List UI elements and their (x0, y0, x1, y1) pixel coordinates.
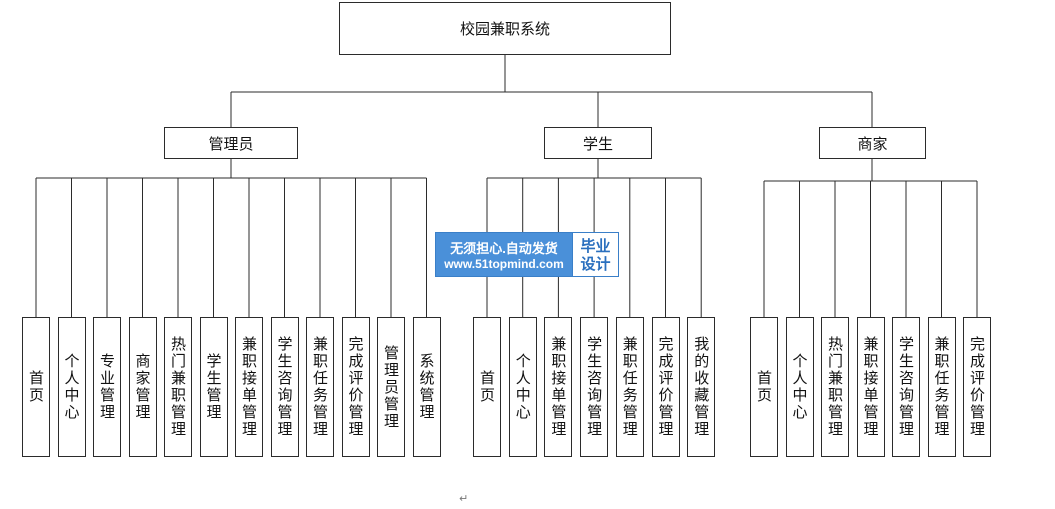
leaf-label: 首页 (755, 370, 773, 404)
leaf-node: 完成评价管理 (651, 317, 680, 457)
leaf-label: 商家管理 (133, 353, 152, 421)
leaf-node: 个人中心 (508, 317, 537, 457)
root-label: 校园兼职系统 (459, 20, 550, 38)
leaf-label: 兼职接单管理 (861, 336, 880, 438)
leaf-label: 学生咨询管理 (275, 336, 294, 438)
leaf-node: 首页 (750, 317, 778, 457)
leaf-label: 兼职任务管理 (620, 336, 639, 438)
leaf-node: 管理员管理 (377, 317, 405, 457)
leaf-node: 兼职任务管理 (306, 317, 334, 457)
leaf-label: 完成评价管理 (968, 336, 986, 438)
leaf-node: 首页 (473, 317, 501, 457)
leaf-label: 首页 (27, 370, 45, 404)
leaf-node: 首页 (22, 317, 50, 457)
leaf-label: 兼职任务管理 (932, 336, 951, 438)
leaf-label: 首页 (478, 370, 496, 404)
group-admin-label: 管理员 (208, 134, 254, 153)
leaf-node: 学生咨询管理 (580, 317, 609, 457)
leaf-label: 热门兼职管理 (169, 336, 187, 438)
leaf-node: 个人中心 (785, 317, 814, 457)
leaf-label: 完成评价管理 (346, 336, 365, 438)
paragraph-mark: ↵ (459, 492, 469, 505)
leaf-label: 兼职接单管理 (549, 336, 568, 438)
group-student-label: 学生 (582, 134, 613, 153)
leaf-label: 学生管理 (204, 353, 223, 421)
root-node: 校园兼职系统 (339, 2, 671, 55)
leaf-label: 学生咨询管理 (585, 336, 604, 438)
watermark-text: 无须担心.自动发货 www.51topmind.com (436, 233, 572, 276)
leaf-node: 兼职接单管理 (544, 317, 573, 457)
group-admin: 管理员 (164, 127, 298, 159)
leaf-node: 个人中心 (57, 317, 86, 457)
group-merchant: 商家 (819, 127, 926, 159)
leaf-node: 完成评价管理 (341, 317, 370, 457)
leaf-label: 专业管理 (98, 353, 116, 421)
leaf-label: 我的收藏管理 (692, 336, 711, 438)
leaf-label: 管理员管理 (382, 344, 400, 430)
leaf-label: 完成评价管理 (656, 336, 675, 438)
leaf-label: 个人中心 (62, 353, 81, 421)
watermark-tag-top: 毕业 (580, 236, 611, 255)
leaf-node: 我的收藏管理 (687, 317, 716, 457)
leaf-label: 热门兼职管理 (826, 336, 844, 438)
leaf-node: 学生管理 (199, 317, 228, 457)
leaf-node: 热门兼职管理 (164, 317, 192, 457)
leaf-label: 兼职接单管理 (240, 336, 258, 438)
leaf-label: 个人中心 (790, 353, 809, 421)
leaf-node: 兼职接单管理 (856, 317, 885, 457)
leaf-node: 商家管理 (128, 317, 157, 457)
leaf-node: 学生咨询管理 (892, 317, 920, 457)
leaf-node: 兼职任务管理 (615, 317, 644, 457)
group-student: 学生 (544, 127, 652, 159)
leaf-node: 系统管理 (412, 317, 441, 457)
watermark-line1: 无须担心.自动发货 (450, 241, 558, 256)
watermark-tag-bottom: 设计 (580, 254, 611, 273)
leaf-label: 个人中心 (513, 353, 532, 421)
leaf-node: 热门兼职管理 (821, 317, 849, 457)
leaf-label: 系统管理 (417, 353, 436, 421)
watermark-line2: www.51topmind.com (444, 257, 564, 271)
group-merchant-label: 商家 (857, 134, 888, 153)
leaf-node: 专业管理 (93, 317, 121, 457)
leaf-node: 学生咨询管理 (270, 317, 299, 457)
leaf-node: 兼职任务管理 (927, 317, 956, 457)
watermark-tag: 毕业 设计 (572, 233, 618, 276)
leaf-node: 完成评价管理 (963, 317, 991, 457)
leaf-label: 学生咨询管理 (897, 336, 915, 438)
leaf-label: 兼职任务管理 (311, 336, 329, 438)
leaf-node: 兼职接单管理 (235, 317, 263, 457)
watermark-badge: 无须担心.自动发货 www.51topmind.com 毕业 设计 (435, 232, 619, 277)
